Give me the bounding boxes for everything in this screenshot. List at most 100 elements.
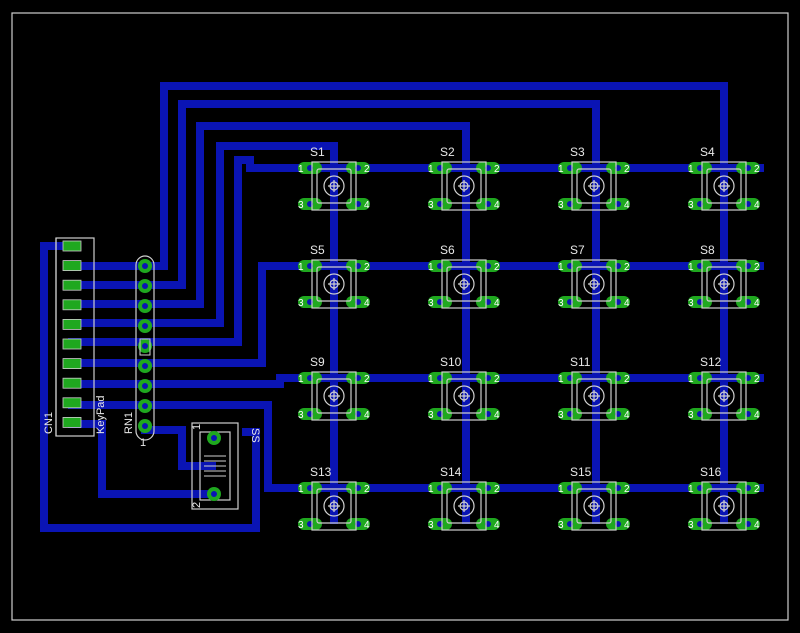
switch-label: S8 [700, 243, 715, 257]
slide-switch-outline [191, 422, 239, 510]
connector-pad-outline [62, 260, 82, 272]
connector-pad [63, 299, 81, 310]
switch-actuator [713, 385, 735, 407]
switch-label: S9 [310, 355, 325, 369]
switch-pin-number: 1 [298, 374, 304, 385]
switch-actuator [583, 273, 605, 295]
switch-outline [701, 371, 747, 421]
switch-pin-number: 3 [688, 520, 694, 531]
switch-outline [701, 161, 747, 211]
switch-s9: 1 2 3 4 S9 [298, 355, 370, 421]
switch-outline [571, 371, 617, 421]
switch-actuator [453, 495, 475, 517]
connector-pad [63, 260, 81, 271]
switch-pin-number: 2 [754, 484, 760, 495]
switch-pin-number: 3 [428, 520, 434, 531]
switch-pin-number: 4 [754, 520, 760, 531]
resistor-network-pin1-label: 1 [140, 437, 146, 449]
switch-pin-number: 4 [364, 410, 370, 421]
connector-pad [63, 339, 81, 349]
switch-pin-number: 3 [558, 410, 564, 421]
switch-pin-number: 3 [298, 410, 304, 421]
switch-pin-number: 4 [494, 298, 500, 309]
switch-outline [311, 259, 357, 309]
switch-outline [571, 481, 617, 531]
switch-body [316, 168, 352, 204]
switch-crosshair [328, 390, 340, 402]
connector-value-label: KeyPad [95, 395, 107, 434]
switch-body [706, 266, 742, 302]
bus-trace-3 [141, 122, 470, 308]
switch-actuator [323, 495, 345, 517]
switch-outline [441, 371, 487, 421]
switch-feed-trace [68, 420, 216, 498]
connector-pad [63, 397, 81, 408]
switch-pin-number: 4 [494, 200, 500, 211]
switch-label: S16 [700, 465, 722, 479]
switch-pin-number: 2 [364, 484, 370, 495]
switch-pin-number: 4 [624, 200, 630, 211]
switch-outline [571, 161, 617, 211]
switch-crosshair [458, 500, 470, 512]
switch-pin-number: 1 [688, 374, 694, 385]
switch-body [446, 168, 482, 204]
switch-pin-number: 4 [494, 410, 500, 421]
switch-pin-number: 4 [494, 520, 500, 531]
switch-body [316, 488, 352, 524]
switch-crosshair [718, 278, 730, 290]
switch-pin-number: 3 [428, 200, 434, 211]
switch-outline [311, 161, 357, 211]
bus-trace-7 [141, 374, 284, 388]
switch-actuator [583, 495, 605, 517]
connector-ref-label: CN1 [43, 412, 55, 434]
switch-label: S6 [440, 243, 455, 257]
switch-label: S2 [440, 145, 455, 159]
switch-pin-number: 2 [494, 484, 500, 495]
rn1-common-trace [141, 426, 216, 470]
connector-pad-outline [62, 299, 82, 311]
switch-pin-number: 3 [688, 200, 694, 211]
switch-pin-number: 2 [364, 262, 370, 273]
resistor-network-pad-hole [142, 423, 148, 429]
switch-crosshair [588, 278, 600, 290]
ground-loop-trace [40, 242, 260, 532]
switch-crosshair [718, 390, 730, 402]
switch-label: S13 [310, 465, 332, 479]
copper-traces [40, 82, 764, 532]
switch-outline [571, 259, 617, 309]
switch-crosshair [328, 500, 340, 512]
bus-trace-8 [141, 401, 272, 492]
connector-pad-outline [62, 397, 82, 409]
resistor-network-pad-hole [142, 403, 148, 409]
switch-body [446, 488, 482, 524]
connector-pins [62, 240, 82, 428]
connector-pad-outline [62, 416, 82, 428]
switch-pin-number: 2 [494, 262, 500, 273]
switch-crosshair [588, 390, 600, 402]
switch-pin-number: 4 [754, 298, 760, 309]
connector-pad-outline [62, 377, 82, 389]
switch-outline [701, 481, 747, 531]
switch-pin-number: 4 [624, 410, 630, 421]
switch-pin-number: 1 [558, 262, 564, 273]
switch-body [576, 168, 612, 204]
switch-crosshair [458, 278, 470, 290]
switch-pin-number: 2 [364, 374, 370, 385]
switch-outline [311, 481, 357, 531]
switch-crosshair [458, 180, 470, 192]
switch-pin-number: 1 [428, 484, 434, 495]
switch-pin-number: 3 [688, 410, 694, 421]
switch-pin-number: 1 [428, 262, 434, 273]
connector-pad-outline [62, 318, 82, 330]
switch-crosshair [718, 500, 730, 512]
switch-outline [311, 371, 357, 421]
